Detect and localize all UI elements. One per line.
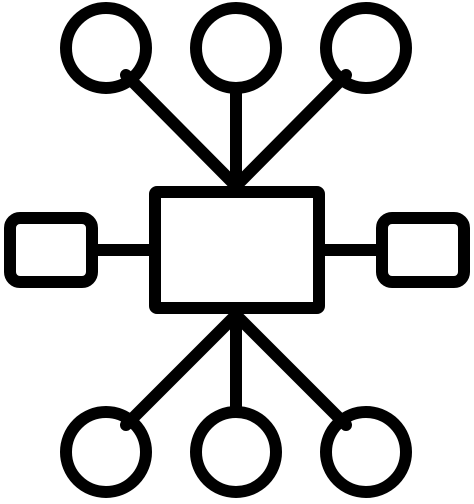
connector-top-right [230,69,352,192]
bottom-right-node [320,406,412,498]
connector-bottom-left [120,309,242,431]
connector-bottom-right [230,309,352,431]
connector-top-left [120,69,242,192]
top-right-node [320,2,412,94]
right-side-node [376,212,470,288]
connector-lines [92,69,382,431]
central-hub-node [149,186,325,314]
top-center-node [190,2,282,94]
top-left-node [60,2,152,94]
bottom-left-node [60,406,152,498]
bottom-center-node [190,406,282,498]
left-side-node [4,212,98,288]
